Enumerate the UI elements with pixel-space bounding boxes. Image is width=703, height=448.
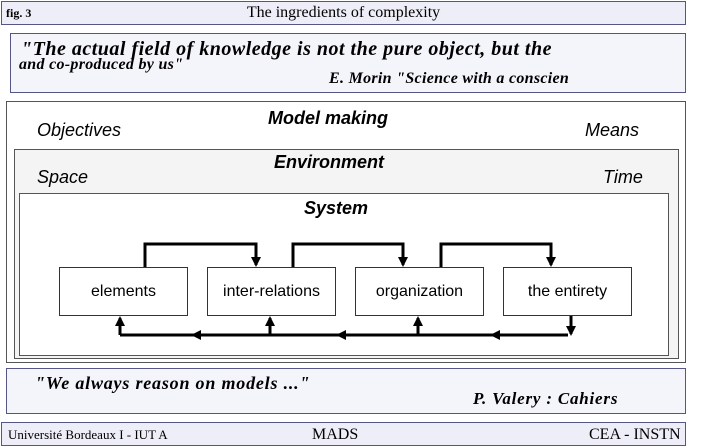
node-elements: elements [59,267,188,316]
time-label: Time [603,167,643,187]
valery-quote-box: "We always reason on models ..." P. Vale… [6,368,686,414]
footer-organization: CEA - INSTN [589,426,681,443]
header-bar: fig. 3 The ingredients of complexity [1,1,686,25]
node-organization-label: organization [375,282,464,300]
objectives-label: Objectives [37,120,122,140]
footer-course: MADS [312,426,359,443]
system-title: System [304,198,369,218]
valery-author: P. Valery : Cahiers [473,389,619,408]
figure-title: The ingredients of complexity [246,4,441,21]
space-label: Space [37,167,89,187]
node-inter-relations-label: inter-relations [223,282,320,300]
footer-institution: Université Bordeaux I - IUT A [8,427,168,442]
arrow-organization-to-the-entirety [439,242,556,267]
morin-quote-box: "The actual field of knowledge is not th… [10,33,686,93]
environment-title: Environment [274,152,385,172]
node-organization: organization [355,267,484,316]
arrow-elements-to-inter-relations [143,242,261,267]
node-elements-label: elements [91,282,156,300]
means-label: Means [585,120,640,140]
quote-line-2: and co-produced by us" [19,56,184,73]
quote-author: E. Morin "Science with a conscien [329,70,570,87]
figure-number: fig. 3 [6,6,32,20]
node-inter-relations: inter-relations [207,267,336,316]
model-making-title: Model making [268,108,389,128]
footer-bar: Université Bordeaux I - IUT A MADS CEA -… [1,422,686,446]
node-the-entirety: the entirety [503,267,632,316]
arrow-inter-relations-to-organization [291,242,408,267]
node-the-entirety-label: the entirety [527,282,608,300]
valery-quote: "We always reason on models ..." [35,373,311,393]
quote-line-1: "The actual field of knowledge is not th… [21,38,552,60]
